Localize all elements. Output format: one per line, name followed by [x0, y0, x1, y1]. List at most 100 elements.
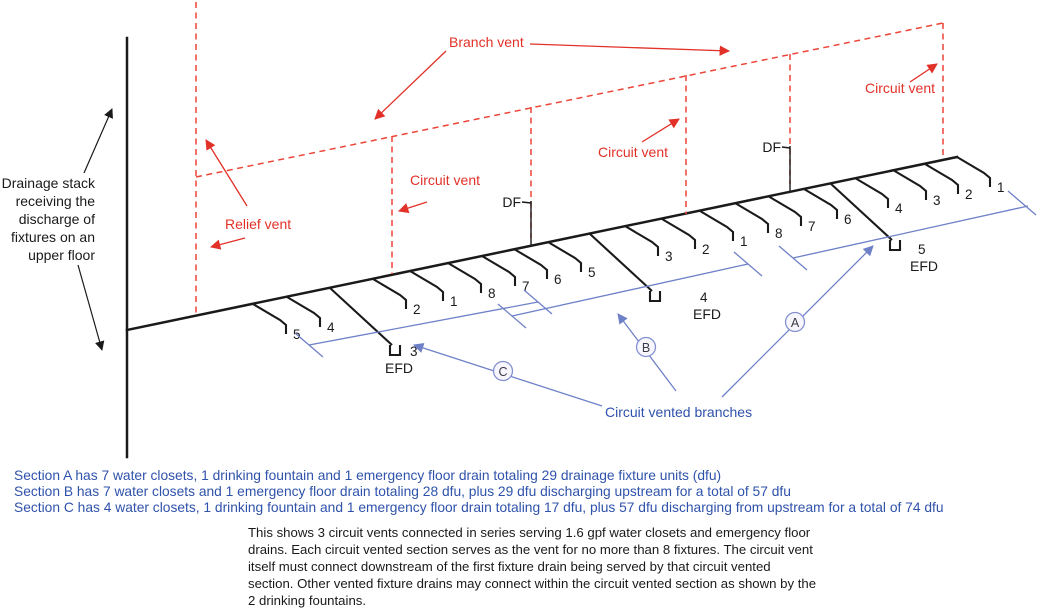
fixtures-section-a: 8 7 6 5 EFD 4 3 2 1 [734, 156, 1005, 274]
fixture-number: 6 [554, 272, 562, 287]
fixture-number: 3 [933, 193, 941, 208]
fixture-drain [547, 241, 583, 272]
description-line: drains. Each circuit vented section serv… [248, 542, 813, 557]
description-line: itself must connect downstream of the fi… [248, 559, 771, 574]
fixture-drain [513, 248, 549, 279]
note-section-b: Section B has 7 water closets and 1 emer… [14, 484, 791, 499]
fixture-drain [854, 177, 890, 208]
df-label-connector [521, 201, 532, 204]
section-circle-c-letter: C [498, 365, 507, 379]
efd-label: EFD [910, 258, 938, 274]
fixture-number: 4 [895, 201, 903, 216]
vent-labels-group: Branch vent Relief vent Circuit vent Cir… [205, 34, 938, 250]
note-section-c: Section C has 4 water closets, 1 drinkin… [14, 500, 944, 515]
section-a-tick-left [778, 245, 808, 271]
fixture-drain [409, 270, 445, 301]
fixture-drain [481, 255, 517, 286]
section-c-tick-right [523, 289, 553, 315]
fixture-number: 1 [997, 180, 1005, 195]
df-label: DF [762, 139, 781, 155]
section-b-line [511, 263, 749, 317]
df-downstream-group: DF [502, 194, 532, 246]
stack-label-line: receiving the [16, 193, 96, 209]
relief-vent-label: Relief vent [225, 216, 291, 232]
efd-drain [589, 233, 662, 303]
description-line: This shows 3 circuit vents connected in … [248, 525, 811, 540]
circuit-vent-label-3: Circuit vent [865, 80, 935, 96]
stack-label-line: upper floor [28, 247, 95, 263]
fixture-number: 8 [488, 286, 496, 301]
df-label-connector [781, 146, 791, 149]
fixture-drain [699, 210, 735, 241]
fixture-drain [372, 278, 408, 309]
branch-vent-arrow-right-icon [529, 43, 731, 56]
fixture-number: 8 [775, 226, 783, 241]
fixture-drain [286, 296, 322, 327]
df-upstream-group: DF [762, 139, 791, 192]
fixture-number: 1 [450, 294, 458, 309]
branch-callouts-group: A B C Circuit vented branches [413, 245, 874, 420]
relief-vent-arrow-down-icon [209, 237, 246, 250]
circuit-vent-arrow-3-icon [909, 63, 938, 83]
section-b-tick-right [733, 251, 763, 277]
section-a-line [792, 205, 1029, 259]
stack-label-line: discharge of [19, 211, 95, 227]
section-a-tick-right [1007, 190, 1037, 216]
section-circle-a [784, 311, 806, 333]
section-dimension-lines [294, 190, 1037, 358]
fixture-drain [447, 262, 483, 293]
stack-label-line: Drainage stack [2, 175, 96, 191]
branch-vent-label: Branch vent [449, 34, 524, 50]
fixture-drain [892, 169, 928, 200]
efd-label: EFD [385, 360, 413, 376]
vent-piping-group [195, 2, 944, 314]
fixture-number: 3 [665, 249, 673, 264]
description-line: section. Other vented fixture drains may… [248, 576, 816, 591]
main-drain-line [125, 155, 959, 332]
branch-vent-arrow-left-icon [374, 50, 447, 120]
fixture-drain [734, 202, 770, 233]
section-b-tick-left [497, 303, 527, 329]
circuit-vent-arrow-1-icon [398, 201, 428, 214]
fixture-drain [252, 303, 288, 334]
fixture-number: 5 [918, 242, 926, 257]
section-circle-b-letter: B [642, 341, 650, 355]
circuit-vent-label-2: Circuit vent [598, 144, 668, 160]
fixture-drain [803, 188, 839, 219]
drainage-stack-group: Drainage stack receiving the discharge o… [2, 36, 129, 459]
fixture-number: 6 [844, 212, 852, 227]
fixture-number: 4 [700, 290, 708, 305]
circuit-vent-arrow-2-icon [641, 118, 680, 143]
section-circle-c [492, 360, 514, 382]
fixture-number: 2 [702, 242, 710, 257]
fixture-number: 7 [808, 219, 816, 234]
fixture-number: 2 [413, 302, 421, 317]
fixture-number: 7 [522, 279, 530, 294]
section-c-tick-left [294, 332, 324, 358]
efd-label: EFD [693, 306, 721, 322]
efd-drain [329, 287, 402, 357]
fixture-drain [956, 156, 992, 187]
efd-drain [829, 182, 902, 252]
fixture-number: 2 [965, 187, 973, 202]
fixture-drain [624, 225, 660, 256]
circuit-vent-label-1: Circuit vent [410, 172, 480, 188]
fixtures-section-b: 8 7 6 5 4 EFD 3 2 1 [447, 210, 748, 322]
stack-label-line: fixtures on an [11, 229, 95, 245]
stack-pointer-arrow-up-icon [83, 108, 113, 174]
section-c-line [308, 301, 539, 346]
fixture-drain [661, 218, 697, 249]
stack-pointer-arrow-down-icon [77, 264, 105, 351]
section-notes: Section A has 7 water closets, 1 drinkin… [14, 468, 944, 515]
df-label: DF [502, 194, 521, 210]
description-line: 2 drinking fountains. [248, 593, 366, 608]
branch-vent-line [195, 22, 944, 178]
fixture-number: 5 [588, 265, 596, 280]
fixture-number: 4 [327, 320, 335, 335]
circuit-vented-branches-label: Circuit vented branches [605, 404, 752, 420]
description-paragraph: This shows 3 circuit vents connected in … [248, 525, 816, 608]
section-circle-b [635, 336, 657, 358]
fixture-drain [924, 163, 960, 194]
